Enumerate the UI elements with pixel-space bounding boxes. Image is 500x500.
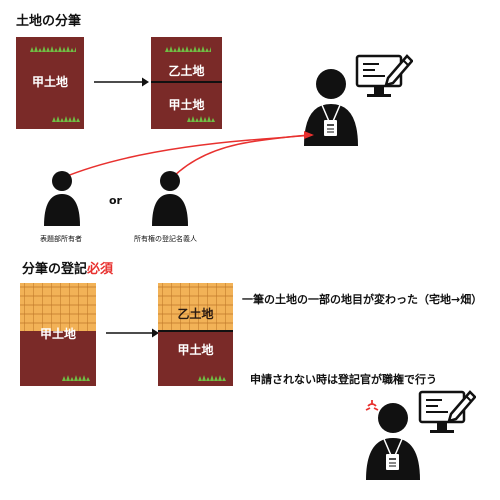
plot-label-top: 乙土地 — [168, 64, 205, 78]
official-person-icon — [366, 403, 420, 480]
section-title-subdivision: 土地の分筆 — [16, 14, 82, 29]
land-plot-after: 乙土地 甲土地 — [151, 37, 222, 129]
plot-label: 甲土地 — [31, 75, 68, 89]
grass-icon — [62, 375, 90, 381]
computer-pencil-icon — [418, 390, 476, 433]
arrow-head — [304, 131, 314, 139]
plot-label: 甲土地 — [39, 327, 76, 341]
arrow-curve-right — [171, 134, 313, 179]
land-plot-before-2: 甲土地 — [20, 283, 96, 386]
grass-icon — [198, 375, 226, 381]
arrow-right-icon — [106, 328, 159, 338]
plot-label-top: 乙土地 — [177, 307, 214, 321]
boundary-line — [158, 330, 233, 332]
required-mark: 必須 — [87, 262, 114, 277]
plot-label-bottom: 甲土地 — [177, 343, 214, 357]
plot-label-bottom: 甲土地 — [168, 98, 205, 112]
angry-mark-icon — [365, 400, 379, 411]
grass-icon — [187, 116, 215, 122]
grass-icon — [30, 46, 76, 52]
applicant-label-right: 所有権の登記名義人 — [134, 235, 197, 243]
or-text: or — [109, 194, 122, 207]
note-land-use-change: 一筆の土地の一部の地目が変わった（宅地→畑） — [242, 293, 483, 306]
grass-icon — [165, 46, 211, 52]
section-title-registration: 分筆の登記必須 — [22, 258, 113, 277]
section-title-main: 分筆の登記 — [22, 262, 88, 277]
note-ex-officio: 申請されない時は登記官が職権で行う — [250, 373, 437, 386]
land-plot-after-2: 乙土地 甲土地 — [158, 283, 233, 386]
applicant-label-left: 表題部所有者 — [40, 235, 82, 243]
grass-icon — [52, 116, 80, 122]
person-icon — [44, 171, 80, 226]
arrow-right-icon — [94, 77, 149, 87]
official-person-icon — [304, 69, 358, 146]
land-plot-before: 甲土地 — [16, 37, 84, 129]
boundary-line — [151, 81, 222, 83]
computer-pencil-icon — [355, 54, 413, 97]
person-icon — [152, 171, 188, 226]
